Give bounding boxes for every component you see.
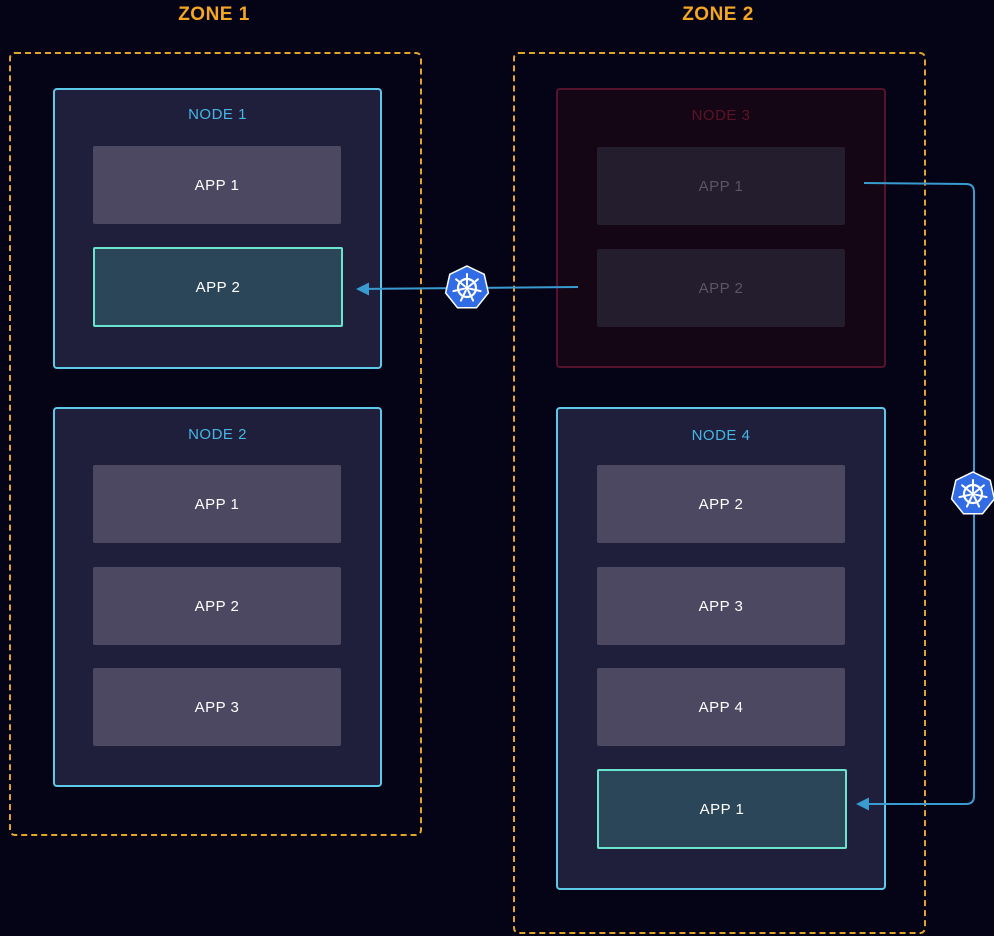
zone-2-title: ZONE 2 — [682, 4, 754, 25]
node-3: NODE 3 APP 1 APP 2 — [556, 88, 886, 368]
node-4: NODE 4 APP 2 APP 3 APP 4 APP 1 — [556, 407, 886, 890]
node-1-app-2: APP 2 — [93, 247, 343, 327]
node-2-app-1: APP 1 — [93, 465, 341, 543]
node-3-app-2: APP 2 — [597, 249, 845, 327]
kubernetes-icon — [444, 265, 490, 309]
node-1-app-1: APP 1 — [93, 146, 341, 224]
node-2-app-2: APP 2 — [93, 567, 341, 645]
node-3-app-1: APP 1 — [597, 147, 845, 225]
node-4-app-2: APP 2 — [597, 465, 845, 543]
node-2: NODE 2 APP 1 APP 2 APP 3 — [53, 407, 382, 787]
node-2-title: NODE 2 — [188, 426, 247, 443]
node-3-title: NODE 3 — [691, 107, 751, 124]
node-4-title: NODE 4 — [691, 427, 751, 444]
node-1: NODE 1 APP 1 APP 2 — [53, 88, 382, 369]
kubernetes-icon — [950, 471, 994, 515]
zone-2-box — [513, 52, 926, 934]
node-2-app-3: APP 3 — [93, 668, 341, 746]
node-4-app-3: APP 3 — [597, 567, 845, 645]
node-4-app-4: APP 4 — [597, 668, 845, 746]
zone-1-box — [9, 52, 422, 836]
node-4-app-1: APP 1 — [597, 769, 847, 849]
zone-1-title: ZONE 1 — [178, 4, 250, 25]
node-1-title: NODE 1 — [188, 106, 247, 123]
